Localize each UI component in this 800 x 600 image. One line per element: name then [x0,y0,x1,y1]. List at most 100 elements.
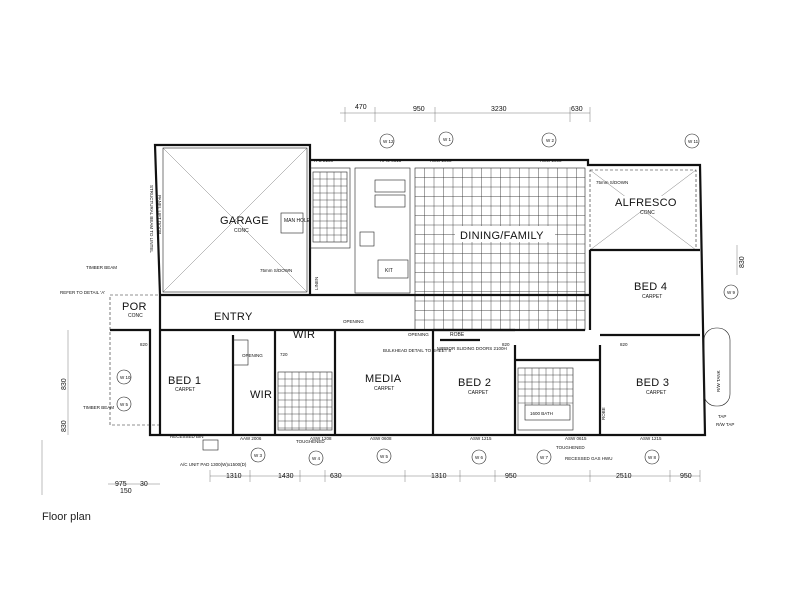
dining-family-area: DINING/FAMILY [414,167,586,331]
bottom-window-tags: W 3 W 4 W 5 W 6 W 7 W 8 [250,447,660,466]
window-tag-bottom-2: W 4 [312,456,320,461]
dim-inner-2: 820 [620,342,628,347]
porch-sub: CONC [128,313,143,319]
dim-bottom-2: 1430 [278,473,294,480]
refer-detail-note: REFER TO DETAIL 'A' [60,290,105,295]
robe-label: ROBE [450,332,465,338]
window-tag-top-2: W 1 [443,137,451,142]
opening-note-1: OPENING [343,319,364,324]
dim-bottom-4: 1310 [431,473,447,480]
garage-step-note: 75mm S/DOWN [260,268,292,273]
wir1-label: WIR [293,329,315,341]
rainwater-tank: R/W TANK [703,327,731,407]
dim-bottom-left-1: 975 [115,481,127,488]
outer-walls [109,143,707,437]
bulkhead-note: BULKHEAD DETAIL TO SHEET 8 [383,348,452,353]
bath-label: 1600 BATH [530,411,553,416]
toughened-note-1: TOUGHENED [296,439,325,444]
bed4-floor: CARPET [642,294,662,300]
dim-top-4: 630 [571,106,583,113]
structural-beam-note: STRUCTURAL BEAM TO LINTEL [149,185,154,253]
window-tag-top-3: W 2 [546,138,554,143]
bed3-label: BED 3 [636,377,669,389]
robe2-label: ROBE [601,407,606,420]
kitchen-area: KIT LINEN [309,167,411,294]
man-hole-label: MAN HOLE [284,218,311,224]
window-spec-2: AFW 0815 [380,158,402,163]
kitchen-label: KIT [385,268,393,274]
rw-tank-label: R/W TANK [716,370,721,392]
room-labels: BED 1 CARPET BED 2 CARPET BED 3 CARPET B… [122,281,669,420]
toughened-note-2: TOUGHENED [556,445,585,450]
floor-plan-caption: Floor plan [42,511,91,523]
annotations: TIMBER BEAM TIMBER BEAM REFER TO DETAIL … [60,158,734,467]
dim-bottom-left-2: 150 [120,488,132,495]
media-label: MEDIA [365,373,402,385]
alfresco-step-note: 75mm S/DOWN [596,180,628,185]
bed1-label: BED 1 [168,375,201,387]
dim-top-1: 470 [355,104,367,111]
tap-note: TAP [718,414,726,419]
dim-inner-1: 820 [502,342,510,347]
mirror-doors-note: MIRROR SLIDING DOORS 2100H [437,346,507,351]
top-dimensions: 470 950 3230 630 W 12 W 1 W 2 W 11 [340,104,700,149]
window-spec-8: ASW 1215 [470,436,492,441]
window-tag-bottom-4: W 6 [475,455,483,460]
timber-beam-note-1: TIMBER BEAM [86,265,117,270]
window-spec-5: AAW 2006 [240,436,262,441]
window-tag-side-2: W 10 [120,375,131,380]
window-spec-7: ASW 0608 [370,436,392,441]
inner-dimensions: 820 820 820 720 [140,342,628,357]
opening-note-3: OPENING [242,353,263,358]
garage-label: GARAGE [220,215,269,227]
side-dimensions: 830 830 830 W 9 W 10 W 5 [61,245,746,435]
opening-note-2: OPENING [408,332,429,337]
window-tag-bottom-1: W 3 [254,453,262,458]
window-tag-side-1: W 9 [727,290,735,295]
interior-walls [160,248,700,435]
window-spec-6: ASW 1208 [310,436,332,441]
window-spec-4: ASW 2008 [540,158,562,163]
dim-bottom-3: 630 [330,473,342,480]
ac-unit-note: A/C UNIT PAD 1300(W)x1500(D) [180,462,247,467]
rw-tap-note: R/W TAP [716,422,734,427]
window-tag-side-3: W 5 [120,402,128,407]
timber-beam-note-2: TIMBER BEAM [83,405,114,410]
dim-right-1: 830 [739,256,746,268]
linen-label: LINEN [314,277,319,290]
window-tag-top-4: W 11 [688,139,699,144]
bed2-floor: CARPET [468,390,488,396]
window-tag-bottom-5: W 7 [540,455,548,460]
window-spec-1: TFU 2108 [313,158,334,163]
alfresco-label: ALFRESCO [615,197,677,209]
bed1-floor: CARPET [175,387,195,393]
alfresco-sub: CONC [640,210,655,216]
panel-lift-note: PANEL LIFT DOOR [157,195,162,235]
dim-inner-4: 720 [280,352,288,357]
bed4-label: BED 4 [634,281,667,293]
window-tag-bottom-3: W 5 [380,454,388,459]
wir2-label: WIR [250,389,272,401]
dining-family-label: DINING/FAMILY [460,230,544,242]
dim-left-2: 830 [61,420,68,432]
alfresco-area: ALFRESCO CONC 75mm S/DOWN [589,169,697,251]
window-spec-3: ASW 2008 [430,158,452,163]
dim-left-1: 830 [61,378,68,390]
window-tag-bottom-6: W 8 [648,455,656,460]
garage-area: MAN HOLE GARAGE CONC 75mm S/DOWN STRUCTU… [149,147,311,293]
dim-inner-3: 820 [140,342,148,347]
dim-bottom-6: 2510 [616,473,632,480]
dim-top-2: 950 [413,106,425,113]
entry-label: ENTRY [214,311,253,323]
dim-top-3: 3230 [491,106,507,113]
bed3-floor: CARPET [646,390,666,396]
recessed-gas-note: RECESSED GAS HWU [565,456,613,461]
bed2-label: BED 2 [458,377,491,389]
porch-label: POR [122,301,147,313]
window-spec-10: ASW 1215 [640,436,662,441]
dim-bottom-7: 950 [680,473,692,480]
dim-bottom-left-3: 30 [140,481,148,488]
dim-bottom-1: 1310 [226,473,242,480]
garage-sub: CONC [234,228,249,234]
